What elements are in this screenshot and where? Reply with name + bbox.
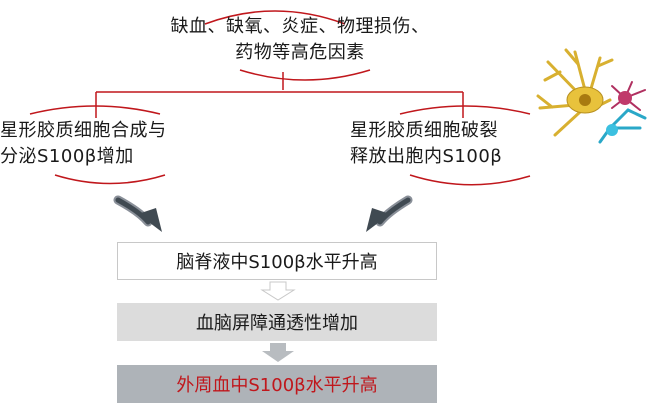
step-box-bbb: 血脑屏障通透性增加 (117, 303, 437, 341)
astrocyte-cell-icon (536, 48, 647, 144)
step-label-csf: 脑脊液中S100β水平升高 (176, 252, 378, 273)
left-bracket-upper (29, 105, 161, 115)
right-bracket-lower (409, 174, 531, 186)
right-branch-line1: 星形胶质细胞破裂 (350, 120, 498, 141)
step-box-csf: 脑脊液中S100β水平升高 (117, 242, 437, 280)
right-bracket-upper (399, 105, 531, 115)
top-cause-line1: 缺血、缺氧、炎症、物理损伤、 (170, 16, 430, 37)
top-bracket-upper (204, 10, 346, 25)
step-box-blood: 外周血中S100β水平升高 (117, 365, 437, 403)
top-cause-text: 缺血、缺氧、炎症、物理损伤、 药物等高危因素 (150, 14, 450, 66)
connector-tree (95, 72, 464, 118)
top-cause-line2: 药物等高危因素 (235, 42, 365, 63)
down-arrow-solid (262, 343, 294, 362)
left-curved-arrow (113, 195, 162, 232)
left-bracket-lower (54, 174, 166, 185)
top-bracket-lower (239, 69, 371, 81)
left-branch-line2: 分泌S100β增加 (0, 146, 134, 167)
step-label-bbb: 血脑屏障通透性增加 (196, 313, 358, 334)
left-branch-line1: 星形胶质细胞合成与 (0, 120, 167, 141)
left-branch-text: 星形胶质细胞合成与 分泌S100β增加 (0, 118, 205, 170)
step-label-blood: 外周血中S100β水平升高 (176, 375, 378, 396)
right-branch-line2: 释放出胞内S100β (350, 146, 503, 167)
down-arrow-outline (260, 281, 296, 301)
right-curved-arrow (366, 195, 413, 232)
right-branch-text: 星形胶质细胞破裂 释放出胞内S100β (350, 118, 550, 170)
